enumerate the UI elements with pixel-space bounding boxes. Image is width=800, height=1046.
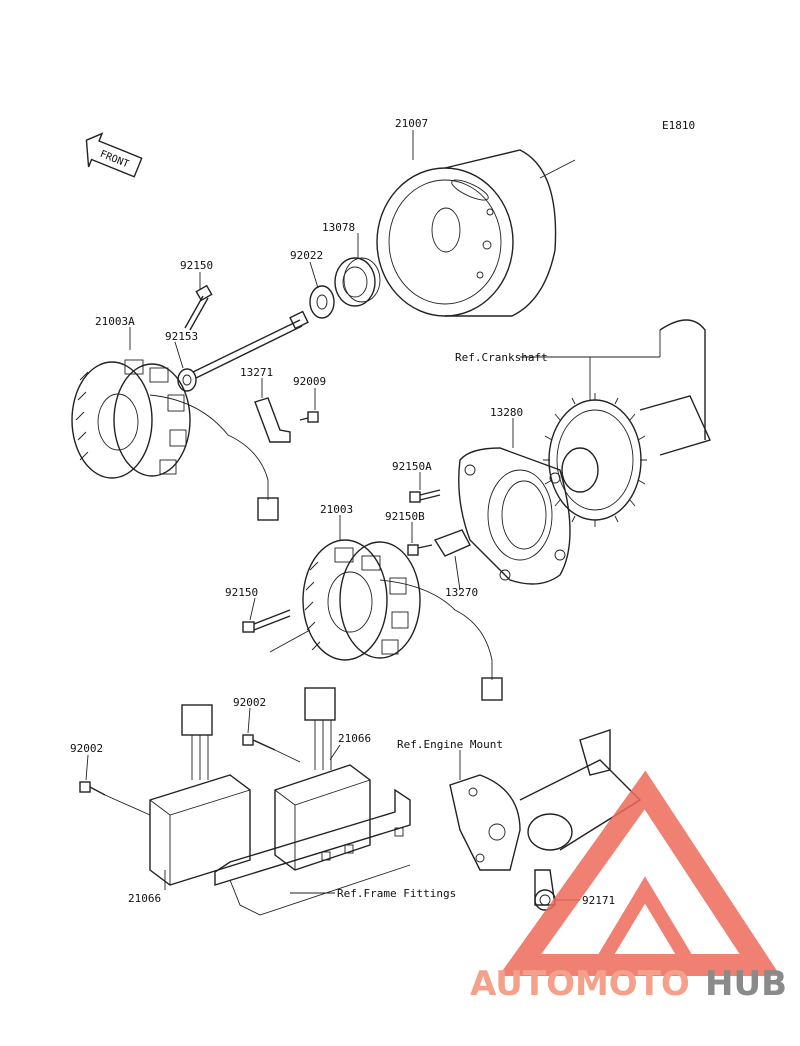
spacer xyxy=(177,368,197,392)
cover-13280 xyxy=(458,447,571,585)
bolt-92150-middle xyxy=(242,609,291,633)
label-21066-right: 21066 xyxy=(338,732,371,745)
watermark-brand-a: AUTOMOTO xyxy=(470,964,690,1004)
stator-left xyxy=(71,359,191,479)
label-92171: 92171 xyxy=(582,894,615,907)
regulator-right xyxy=(274,687,371,871)
washer xyxy=(309,285,335,319)
label-13078: 13078 xyxy=(322,221,355,234)
starter-gear xyxy=(334,257,381,307)
diagram-code: E1810 xyxy=(662,119,695,132)
label-92022: 92022 xyxy=(290,249,323,262)
ref-engine-mount: Ref.Engine Mount xyxy=(397,738,503,751)
long-bolt xyxy=(192,310,309,379)
watermark-brand-b: HUB xyxy=(705,964,787,1004)
ref-crankshaft: Ref.Crankshaft xyxy=(455,351,548,364)
bolt-92002-mid xyxy=(242,734,276,751)
engine-mount xyxy=(449,729,642,906)
label-21066-left: 21066 xyxy=(128,892,161,905)
bolt-92150A xyxy=(409,489,441,503)
label-92150A: 92150A xyxy=(392,460,432,473)
bolt-92009 xyxy=(299,411,319,423)
label-92002-left: 92002 xyxy=(70,742,103,755)
label-92150-middle: 92150 xyxy=(225,586,258,599)
bolt-92002-left xyxy=(79,781,106,796)
plate-13270 xyxy=(433,529,471,557)
label-21003: 21003 xyxy=(320,503,353,516)
label-92009: 92009 xyxy=(293,375,326,388)
frame-bracket xyxy=(214,788,411,916)
watermark-logo-icon xyxy=(498,770,781,976)
label-13271: 13271 xyxy=(240,366,273,379)
label-92150-upper: 92150 xyxy=(180,259,213,272)
label-21007: 21007 xyxy=(395,117,428,130)
label-13280: 13280 xyxy=(490,406,523,419)
bolt-92150B xyxy=(407,544,433,556)
label-92002-mid: 92002 xyxy=(233,696,266,709)
flywheel-rotor xyxy=(376,149,557,317)
label-21003A: 21003A xyxy=(95,315,135,328)
label-13270: 13270 xyxy=(445,586,478,599)
plate-13271 xyxy=(254,397,291,443)
crankshaft xyxy=(543,319,711,527)
label-92153: 92153 xyxy=(165,330,198,343)
label-92150B: 92150B xyxy=(385,510,425,523)
regulator-left xyxy=(149,704,251,886)
bolt-92150-upper xyxy=(184,284,213,331)
stator-right xyxy=(302,539,421,661)
front-arrow-icon: FRONT xyxy=(85,132,143,178)
ref-frame-fittings: Ref.Frame Fittings xyxy=(337,887,456,900)
